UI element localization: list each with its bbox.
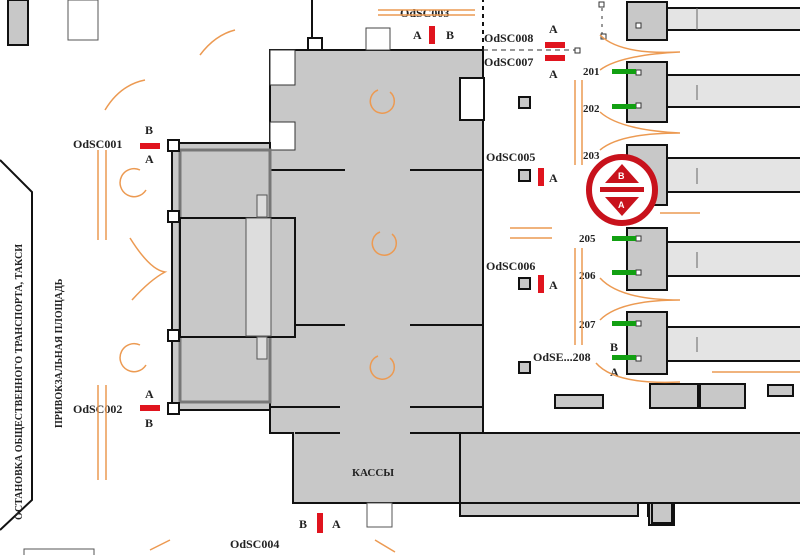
sensor-emblem-icon: B A [586,154,658,226]
transport-stop-boundary [0,159,33,531]
side-a-label: A [610,365,619,379]
sensor-label-odsc005: OdSC005 [486,150,535,164]
gate-207-label: 207 [579,319,596,331]
sensor-label-odsc003: OdSC003 [400,6,449,20]
building-block [7,0,29,46]
side-a-label: A [549,22,558,36]
sensor-label-odse208: OdSE...208 [533,350,591,364]
gate-206-label: 206 [579,270,596,282]
sensor-label-odsc001: OdSC001 [73,137,122,151]
side-b-label: B [610,340,618,354]
side-b-label: B [145,416,153,430]
stairs [269,49,296,86]
sensor-label-odsc007: OdSC007 [484,55,533,69]
emblem-bottom-label: A [618,200,625,210]
vestibule-doors [167,139,180,415]
stairs [366,502,393,528]
vestibule-inner [179,217,296,338]
stairs [269,121,296,151]
side-a-label: A [549,171,558,185]
square-label: ПРИВОКЗАЛЬНАЯ ПЛОЩАДЬ [54,278,65,428]
gate-201-label: 201 [583,66,600,78]
main-hall [269,49,484,504]
side-b-label: B [446,28,454,42]
stairs [245,217,272,337]
stairs [67,0,99,41]
side-a-label: A [145,387,154,401]
side-b-label: B [299,517,307,531]
flow-arrows [97,9,800,553]
stairs [365,27,391,51]
sensor-bars [140,26,565,533]
sensor-posts [518,96,531,374]
side-a-label: A [549,278,558,292]
side-a-label: A [332,517,341,531]
side-b-label: B [145,123,153,137]
stairs [23,548,95,555]
lower-building [459,432,800,504]
sensor-label-odsc006: OdSC006 [486,259,535,273]
sensor-label-odsc008: OdSC008 [484,31,533,45]
gate-205-label: 205 [579,233,596,245]
side-a-label: A [145,152,154,166]
hall-niche [459,77,485,121]
gate-202-label: 202 [583,103,600,115]
gate-bars [612,69,636,360]
side-a-label: A [413,28,422,42]
emblem-top-label: B [618,171,625,181]
gate-203-label: 203 [583,150,600,162]
side-a-label: A [549,67,558,81]
transport-stop-label: ОСТАНОВКА ОБЩЕСТВЕННОГО ТРАНСПОРТА, ТАКС… [14,244,25,520]
ticket-office-label: КАССЫ [352,467,394,479]
sensor-label-odsc004: OdSC004 [230,537,279,551]
